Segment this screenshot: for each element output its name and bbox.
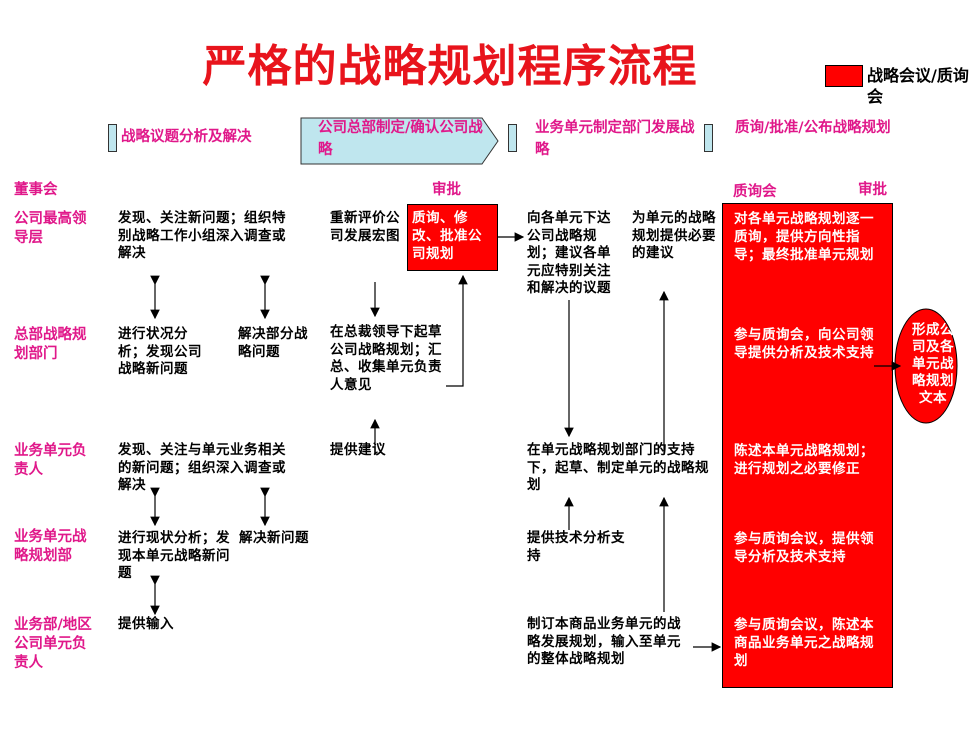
cell-c1-hq-b: 解决部分战略问题 — [238, 326, 308, 360]
tag-board: 董事会 — [14, 182, 58, 198]
cell-c2-bu: 提供建议 — [330, 442, 386, 458]
row-label-bu-planning: 业务单元战略规划部 — [14, 529, 87, 564]
stage-marker-3 — [508, 124, 517, 152]
row-label-region-head: 业务部/地区公司单元负责人 — [14, 617, 92, 671]
approval-box — [407, 204, 498, 271]
review-column — [722, 203, 893, 688]
cell-c3-top-b: 为单元的战略规划提供必要的建议 — [632, 210, 716, 261]
row-label-bu-head: 业务单元负责人 — [14, 443, 87, 478]
tag-approve-1: 审批 — [432, 182, 461, 198]
cell-c3-region: 制订本商品业务单元的战略发展规划，输入至单元的整体战略规划 — [527, 616, 681, 667]
tag-approve-2: 审批 — [858, 182, 887, 198]
cell-c4-top: 对各单元战略规划逐一质询，提供方向性指导；最终批准单元规划 — [734, 211, 874, 263]
cell-c3-bu: 在单元战略规划部门的支持下，起草、制定单元的战略规划 — [527, 442, 709, 493]
tag-review: 质询会 — [733, 184, 777, 200]
stage-label-4: 质询/批准/公布战略规划 — [735, 120, 891, 136]
row-label-hq-planning: 总部战略规划部门 — [14, 327, 87, 362]
cell-c4-bup: 参与质询会议，提供领导分析及技术支持 — [734, 531, 874, 565]
cell-c3-top-a: 向各单元下达公司战略规划；建议各单元应特别关注和解决的议题 — [527, 210, 611, 296]
final-output-label: 形成公司及各单元战略规划文本 — [912, 322, 954, 406]
stage-marker-4 — [704, 124, 713, 152]
stage-label-1: 战略议题分析及解决 — [121, 129, 252, 145]
legend-swatch — [825, 65, 863, 87]
stage-chevron-2 — [300, 117, 499, 165]
cell-c4-hq: 参与质询会，向公司领导提供分析及技术支持 — [734, 327, 874, 361]
cell-c1-top: 发现、关注新问题；组织特别战略工作小组深入调查或解决 — [118, 210, 286, 261]
cell-c2-hq: 在总裁领导下起草公司战略规划；汇总、收集单元负责人意见 — [330, 324, 442, 393]
cell-c1-bup-b: 解决新问题 — [239, 530, 309, 546]
cell-c1-bu: 发现、关注与单元业务相关的新问题；组织深入调查或解决 — [118, 442, 286, 493]
cell-c1-region: 提供输入 — [118, 616, 174, 632]
cell-c1-bup-a: 进行现状分析；发现本单元战略新问题 — [118, 530, 230, 581]
cell-c3-bup: 提供技术分析支持 — [527, 530, 625, 564]
arrow-c2-hq-approval — [446, 274, 468, 387]
stage-label-3: 业务单元制定部门发展战略 — [535, 120, 695, 158]
cell-c1-hq-a: 进行状况分析；发现公司战略新问题 — [118, 326, 202, 377]
cell-c2-top-red: 质询、修改、批准公司规划 — [412, 210, 482, 262]
stage-marker-1 — [108, 124, 117, 152]
page-title: 严格的战略规划程序流程 — [202, 41, 698, 92]
cell-c4-region: 参与质询会议，陈述本商品业务单元之战略规划 — [734, 617, 874, 669]
cell-c4-bu: 陈述本单元战略规划；进行规划之必要修正 — [734, 443, 874, 477]
stage-label-2: 公司总部制定/确认公司战略 — [318, 120, 483, 158]
cell-c2-top-a: 重新评价公司发展宏图 — [330, 210, 400, 244]
legend-label: 战略会议/质询会 — [867, 66, 969, 106]
row-label-top-leaders: 公司最高领导层 — [14, 211, 87, 246]
